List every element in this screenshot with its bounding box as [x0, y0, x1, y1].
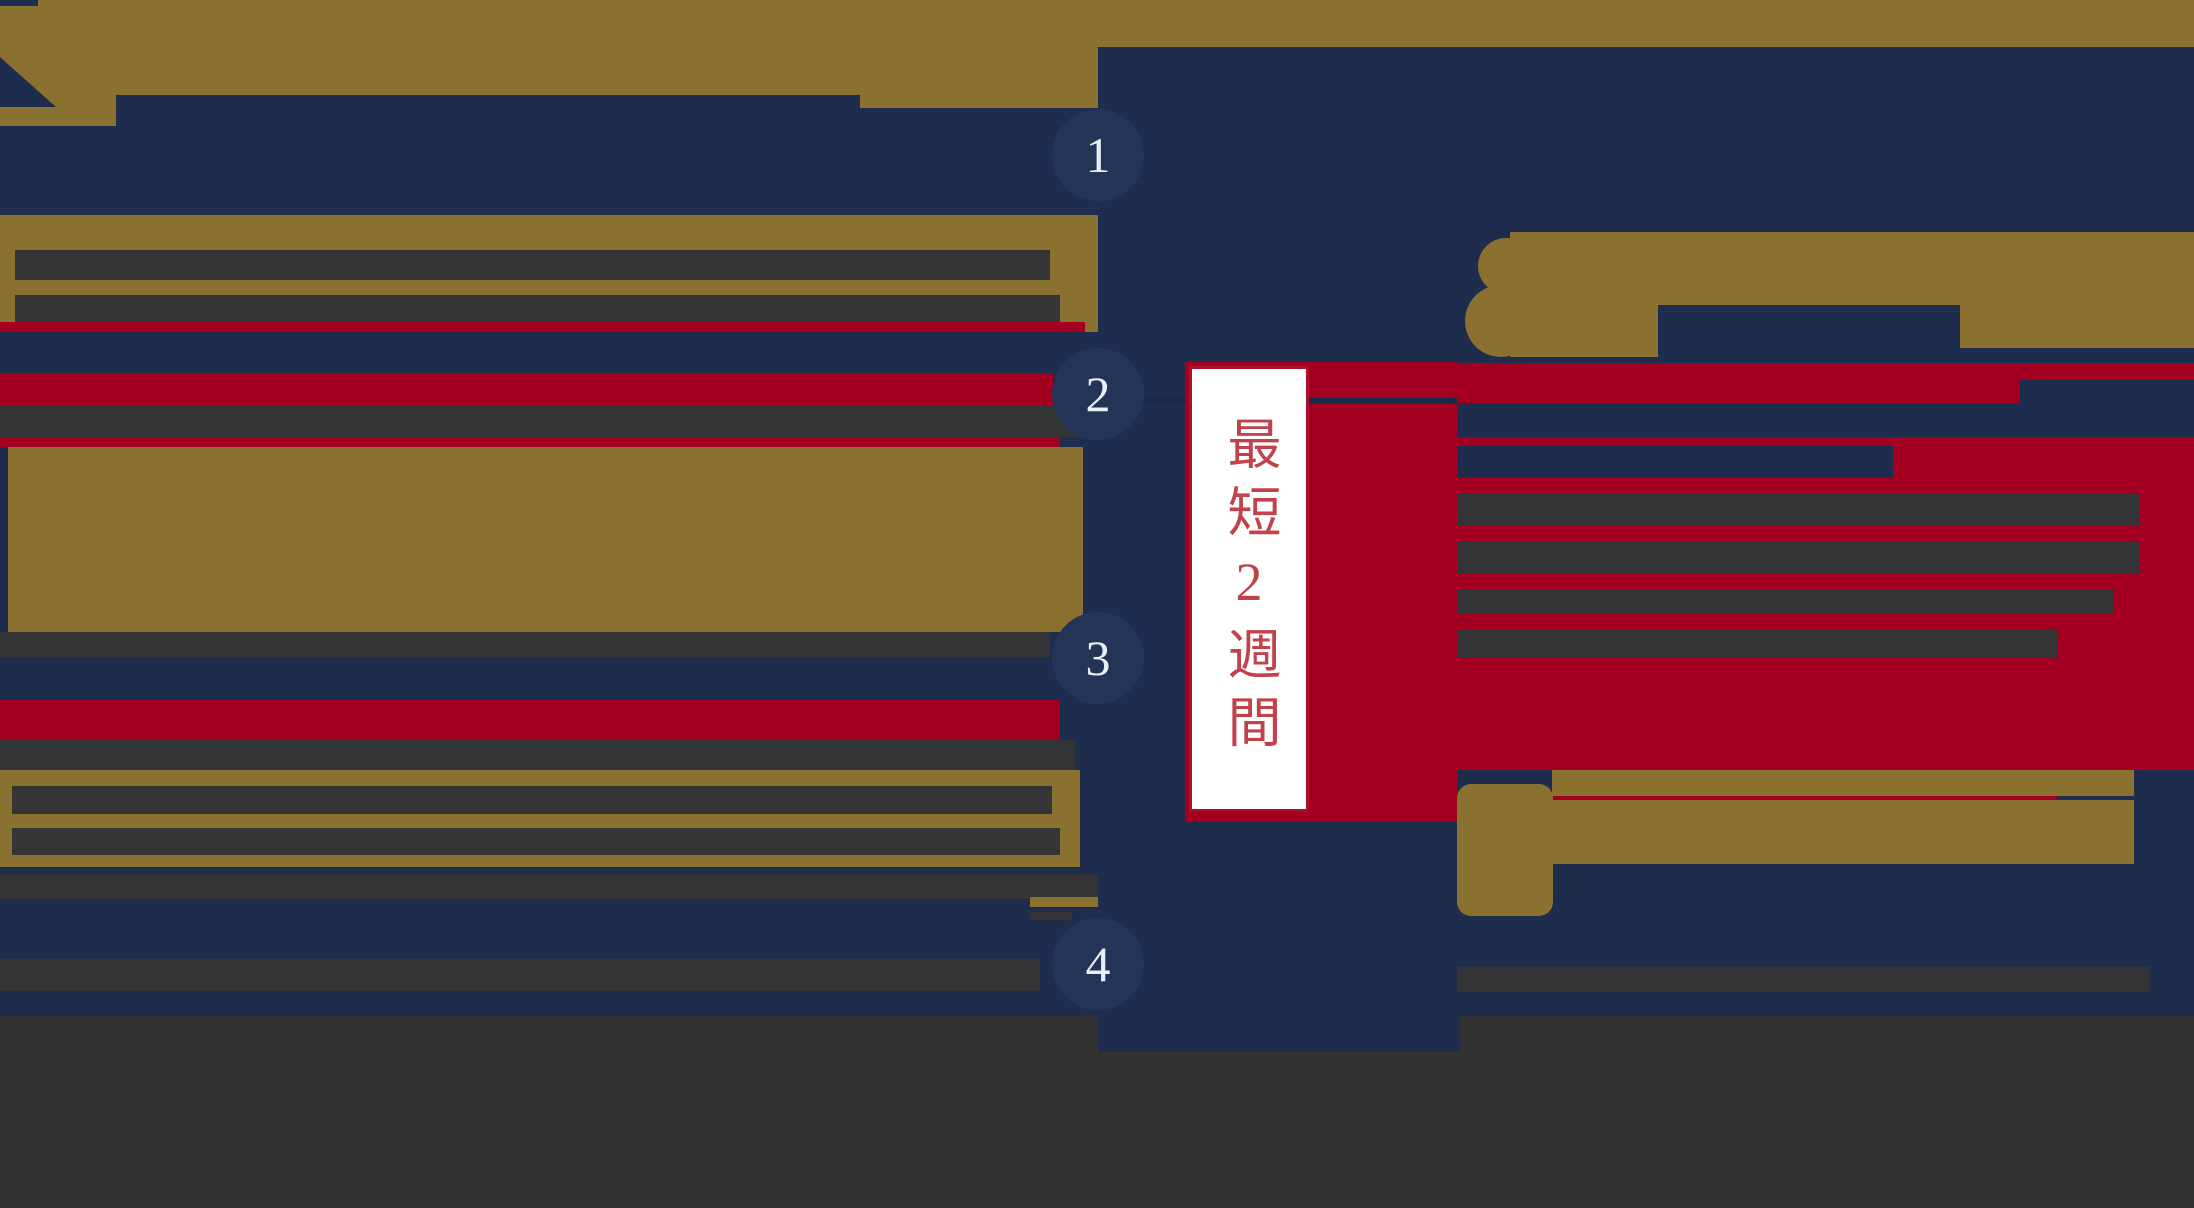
connector-line-right — [1309, 398, 1457, 404]
left-dark-text-tail — [1030, 912, 1072, 920]
step2-text-bar-1 — [1457, 493, 2140, 525]
step4-text-bar-1 — [1457, 967, 2150, 992]
timeline-step-circle-4: 4 — [1052, 918, 1144, 1010]
top-navy-notch — [0, 0, 38, 6]
top-gold-band-left-step — [860, 0, 1098, 108]
step-number-4: 4 — [1085, 936, 1111, 992]
step-number-1: 1 — [1085, 127, 1111, 183]
top-gold-band-left-edge — [0, 0, 116, 126]
duration-badge: 最短2週間 — [1189, 366, 1309, 812]
top-gold-band-right — [1098, 0, 2194, 47]
bottom-navy-notch — [1098, 1016, 1460, 1052]
step2-gold-heading-bar — [1650, 232, 2194, 305]
left-gold-text-tail — [1030, 897, 1098, 907]
left-subheading-text-bar-2 — [15, 295, 1060, 322]
left-text-bar-2 — [0, 632, 1050, 657]
step4-gold-heading-bar-2 — [1552, 800, 2134, 864]
step-number-2: 2 — [1085, 366, 1111, 422]
left-red-band-2 — [0, 700, 1060, 740]
left-red-band-1 — [0, 373, 1053, 405]
left-text-bar-6 — [0, 874, 1098, 899]
duration-badge-text: 最短2週間 — [1219, 416, 1279, 762]
step2-text-bar-3 — [1457, 590, 2113, 613]
step4-gold-icon — [1457, 784, 1553, 916]
step2-gold-icon-body — [1510, 232, 1658, 357]
left-text-bar-4 — [12, 786, 1052, 814]
connector-line-left — [1136, 398, 1186, 404]
step2-navy-heading-line-2 — [1457, 446, 1893, 478]
left-text-bar-3 — [0, 740, 1075, 770]
step4-red-accent-line — [1552, 796, 2057, 800]
step2-gold-icon-lobe-1 — [1478, 238, 1534, 294]
timeline-step-circle-1: 1 — [1052, 109, 1144, 201]
left-red-underline-1 — [0, 322, 1085, 332]
step4-gold-heading-bar-1 — [1552, 770, 2134, 796]
left-text-bar-7 — [0, 959, 1040, 991]
step2-text-bar-2 — [1457, 542, 2140, 573]
left-red-underline-2 — [0, 437, 1060, 447]
step2-navy-heading-line-1 — [1457, 403, 2194, 437]
left-gold-box — [8, 447, 1083, 632]
step2-gold-icon-lobe-2 — [1465, 285, 1537, 357]
step2-text-bar-4 — [1457, 629, 2057, 657]
step2-gold-heading-bar-2 — [1960, 305, 2194, 348]
step2-navy-heading-chunk — [2020, 380, 2194, 406]
timeline-step-circle-3: 3 — [1052, 612, 1144, 704]
left-text-bar-1 — [0, 405, 1080, 437]
left-text-bar-5 — [12, 828, 1060, 855]
timeline-step-circle-2: 2 — [1052, 348, 1144, 440]
bottom-dark-section — [0, 1016, 2194, 1208]
step-number-3: 3 — [1085, 630, 1111, 686]
left-subheading-text-bar-1 — [15, 250, 1050, 280]
